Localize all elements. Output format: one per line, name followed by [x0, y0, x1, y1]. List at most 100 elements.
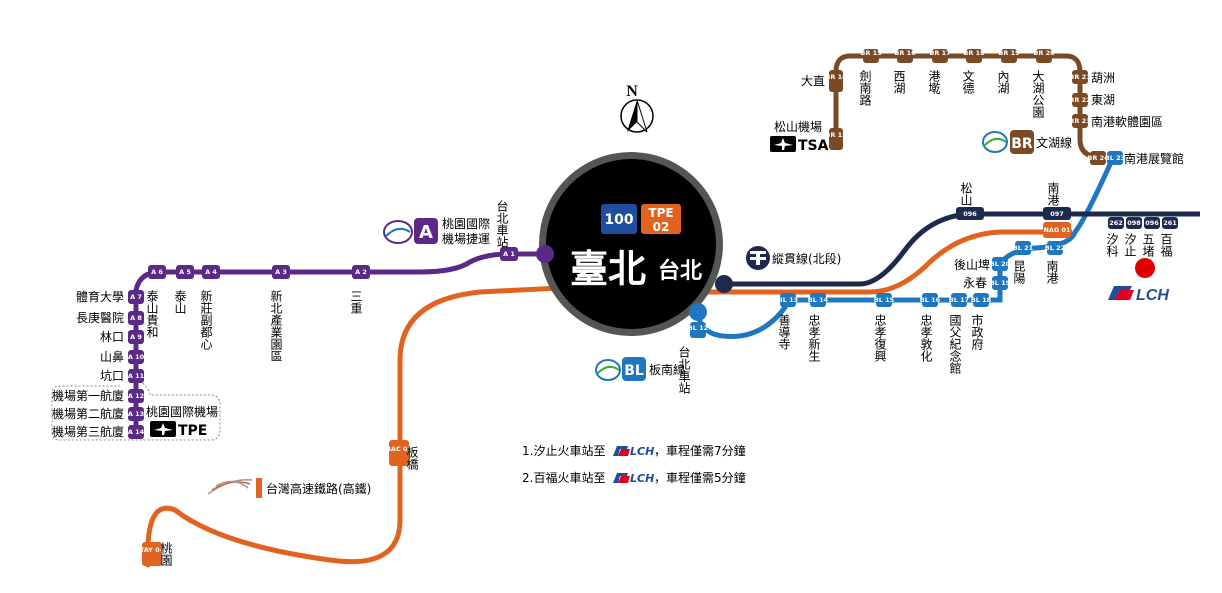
lch-logo-small-1: LCH: [613, 445, 654, 458]
svg-text:葫洲: 葫洲: [1091, 71, 1115, 85]
svg-text:A 9: A 9: [130, 333, 142, 341]
hub-hsr-badge: [641, 204, 681, 234]
svg-text:內湖: 內湖: [996, 70, 1010, 94]
tra-legend-name: 縱貫線(北段): [772, 251, 841, 266]
svg-text:261: 261: [1163, 219, 1177, 227]
station-tra-261[interactable]: 261: [1162, 217, 1178, 229]
compass-letter: N: [626, 83, 638, 100]
svg-text:新北產業園區: 新北產業園區: [269, 289, 283, 362]
station-br16[interactable]: BR 16: [894, 49, 916, 63]
station-bl16[interactable]: BL 16: [920, 293, 941, 307]
svg-text:BR 17: BR 17: [929, 49, 950, 57]
note-2-prefix: 2.百福火車站至: [522, 470, 605, 485]
company-location-marker[interactable]: [1135, 258, 1155, 278]
station-tra-262[interactable]: 262: [1108, 217, 1124, 229]
svg-text:忠孝新生: 忠孝新生: [807, 314, 821, 362]
station-br19[interactable]: BR 19: [998, 49, 1020, 63]
station-bl23[interactable]: BL 23: [1105, 151, 1125, 165]
station-a12[interactable]: A 12: [128, 389, 144, 403]
svg-text:汐止: 汐止: [1123, 232, 1137, 257]
station-bl18[interactable]: BL 18: [971, 293, 992, 307]
station-bl15[interactable]: BL 15: [874, 293, 895, 307]
station-br23[interactable]: BR 23: [1069, 114, 1091, 128]
airplane-icon-tsa: [770, 136, 796, 152]
station-tay04[interactable]: TAY 04: [140, 542, 165, 566]
station-br15[interactable]: BR 15: [860, 49, 882, 63]
station-bl20[interactable]: BL 20: [990, 257, 1011, 271]
station-nag01[interactable]: NAG 01: [1043, 222, 1071, 238]
station-a6[interactable]: A 6: [148, 265, 166, 279]
station-a7[interactable]: A 7: [128, 290, 144, 304]
svg-text:098: 098: [1127, 219, 1141, 227]
bannan-stations: BL 12 BL 13 BL 14 BL 15 BL 16 BL 17 BL 1…: [688, 151, 1125, 338]
station-bl14[interactable]: BL 14: [808, 293, 829, 307]
hsr-logo-icon: [207, 479, 253, 495]
hub-bannan-node: [689, 303, 707, 321]
svg-text:體育大學: 體育大學: [76, 289, 124, 304]
bannan-legend-badge: [622, 357, 646, 381]
wenhu-station-names: 大直 劍南路 西湖 港墘 文德 內湖 大湖公園 葫洲 東湖 南港軟體園區 南港展…: [801, 69, 1184, 166]
station-a13[interactable]: A 13: [128, 407, 144, 421]
tsa-airport-name: 松山機場: [774, 119, 822, 134]
station-bl22[interactable]: BL 22: [1045, 241, 1065, 255]
station-a8[interactable]: A 8: [128, 311, 144, 325]
station-tra-098[interactable]: 098: [1126, 217, 1142, 229]
station-a2[interactable]: A 2: [352, 265, 370, 279]
station-a4[interactable]: A 4: [202, 265, 220, 279]
station-bl19[interactable]: BL 19: [990, 276, 1011, 290]
airport-station-names: 台北車站 三重 新北產業園區 新莊副都心 泰山 泰山貴和 體育大學 長庚醫院 林…: [52, 199, 509, 439]
station-tra-096b[interactable]: 096: [1144, 217, 1160, 229]
station-bl13[interactable]: BL 13: [778, 293, 798, 307]
station-br20[interactable]: BR 20: [1033, 49, 1055, 63]
station-a5[interactable]: A 5: [176, 265, 194, 279]
station-a9[interactable]: A 9: [128, 330, 144, 344]
svg-text:LCH: LCH: [630, 445, 654, 458]
svg-text:BR 23: BR 23: [1069, 117, 1090, 125]
svg-text:昆陽: 昆陽: [1012, 260, 1026, 285]
station-br22[interactable]: BR 22: [1069, 93, 1091, 107]
station-bl21[interactable]: BL 21: [1013, 241, 1034, 255]
station-br17[interactable]: BR 17: [929, 49, 951, 63]
station-tra-096[interactable]: 096: [956, 207, 984, 220]
station-br24[interactable]: BR 24: [1087, 151, 1109, 165]
svg-text:劍南路: 劍南路: [858, 69, 872, 107]
airport-legend-name-2: 機場捷運: [442, 231, 490, 246]
svg-text:南港: 南港: [1045, 259, 1059, 284]
hsr-line-east: [700, 229, 1072, 295]
station-a3[interactable]: A 3: [272, 265, 290, 279]
svg-text:BL 16: BL 16: [920, 296, 941, 304]
svg-text:A 2: A 2: [355, 268, 367, 276]
station-tra-097[interactable]: 097: [1043, 207, 1071, 220]
svg-text:忠孝復興: 忠孝復興: [873, 314, 887, 362]
svg-text:機場第三航廈: 機場第三航廈: [52, 424, 124, 439]
svg-text:097: 097: [1050, 210, 1064, 218]
hub-name-big: 臺北: [570, 247, 646, 291]
svg-text:A 6: A 6: [151, 268, 163, 276]
station-bac03[interactable]: BAC 03: [386, 440, 412, 466]
station-br18[interactable]: BR 18: [963, 49, 985, 63]
station-a11[interactable]: A 11: [128, 369, 145, 383]
svg-text:BR 19: BR 19: [998, 49, 1020, 57]
metro-logo-icon-br: [982, 131, 1008, 153]
bannan-legend-name: 板南線: [649, 362, 685, 377]
station-bl12[interactable]: BL 12: [688, 322, 708, 338]
station-a1[interactable]: A 1: [500, 247, 518, 261]
station-a14[interactable]: A 14: [128, 425, 145, 439]
svg-text:港墘: 港墘: [927, 70, 941, 94]
svg-text:BL 23: BL 23: [1105, 154, 1125, 162]
svg-text:機場第二航廈: 機場第二航廈: [52, 406, 124, 421]
station-br13[interactable]: BR 13: [825, 128, 847, 150]
svg-text:善導寺: 善導寺: [777, 313, 791, 350]
station-br14[interactable]: BR 14: [825, 70, 847, 92]
tpe-airport-code: TPE: [178, 423, 207, 439]
station-bl17[interactable]: BL 17: [949, 293, 969, 307]
hsr-legend-bar: [256, 478, 262, 498]
svg-text:大湖公園: 大湖公園: [1031, 70, 1045, 118]
svg-text:BL 14: BL 14: [808, 296, 829, 304]
hub-circle[interactable]: [546, 159, 716, 329]
station-br21[interactable]: BR 21: [1069, 70, 1091, 84]
station-a10[interactable]: A 10: [128, 350, 145, 364]
wenhu-legend-badge: [1010, 130, 1034, 154]
svg-text:A 5: A 5: [179, 268, 191, 276]
svg-text:南港: 南港: [1046, 181, 1060, 206]
